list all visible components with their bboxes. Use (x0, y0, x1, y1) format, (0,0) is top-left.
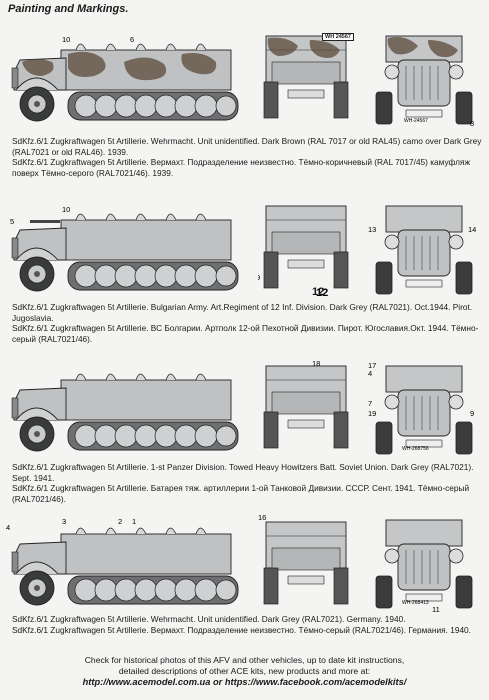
variant-1-front-view: WH-24567 8 (375, 35, 474, 128)
footer-links: http://www.acemodel.com.ua or https://ww… (0, 677, 489, 688)
callout-2: 2 (118, 517, 122, 526)
callout-5: 5 (10, 217, 14, 226)
website-link[interactable]: http://www.acemodel.com.ua (82, 677, 211, 687)
callout-15: 15 (318, 28, 326, 29)
callout-9: 9 (470, 409, 474, 418)
callout-4: 4 (6, 523, 10, 532)
variant-1-caption: SdKfz.6/1 Zugkraftwagen 5t Artillerie. W… (12, 136, 482, 178)
caption-ru: SdKfz.6/1 Zugkraftwagen 5t Artillerie. Б… (12, 483, 470, 504)
variant-4-rear-view: 16 (258, 514, 349, 605)
callout-17: 17 (368, 361, 376, 370)
facebook-link[interactable]: https://www.facebook.com/acemodelkits/ (224, 677, 407, 687)
callout-10: 10 (62, 205, 70, 214)
callout-11: 11 (432, 605, 440, 614)
caption-en: SdKfz.6/1 Zugkraftwagen 5t Artillerie. W… (12, 614, 406, 624)
variant-2-caption: SdKfz.6/1 Zugkraftwagen 5t Artillerie. B… (12, 302, 482, 344)
callout-1: 1 (132, 517, 136, 526)
variant-1-rear-view: 15 (263, 28, 349, 119)
caption-ru: SdKfz.6/1 Zugkraftwagen 5t Artillerie. В… (12, 624, 471, 635)
variant-3-front-view: 17 4 7 19 WH-268756 9 (368, 361, 474, 455)
caption-en: SdKfz.6/1 Zugkraftwagen 5t Artillerie. 1… (12, 462, 474, 483)
variant-1: 10 6 15 WH 24567 WH-24567 8 SdKfz.6/1 Zu… (0, 20, 489, 180)
page-title: Painting and Markings. (8, 3, 129, 15)
callout-4: 4 (368, 369, 372, 378)
variant-3-side-view (11, 373, 239, 452)
camo-pattern (22, 51, 217, 81)
tactical-number: 12 (316, 287, 328, 298)
caption-en: SdKfz.6/1 Zugkraftwagen 5t Artillerie. B… (12, 302, 473, 323)
or-text: or (210, 677, 225, 687)
callout-9: 9 (258, 273, 260, 282)
footer-line-1: Check for historical photos of this AFV … (84, 655, 405, 665)
variant-2-side-view: 5 10 (10, 205, 239, 292)
variant-4-front-view: WH-268413 11 (375, 519, 473, 614)
variant-4-side-view: 4 3 2 1 (6, 517, 239, 606)
callout-13: 13 (368, 225, 376, 234)
variant-3-caption: SdKfz.6/1 Zugkraftwagen 5t Artillerie. 1… (12, 462, 482, 504)
variant-3-rear-view: 18 (263, 359, 349, 449)
front-plate: WH-24567 (404, 118, 428, 124)
front-plate: WH-268756 (402, 446, 429, 452)
callout-10: 10 (62, 35, 70, 44)
callout-7: 7 (368, 399, 372, 408)
callout-6: 6 (130, 35, 134, 44)
callout-19: 19 (368, 409, 376, 418)
variant-4-caption: SdKfz.6/1 Zugkraftwagen 5t Artillerie. W… (12, 614, 482, 635)
footer: Check for historical photos of this AFV … (0, 655, 489, 688)
footer-line-2: detailed descriptions of other ACE kits,… (118, 666, 371, 676)
variant-2-rear-view: 9 12 (258, 205, 349, 298)
caption-ru: SdKfz.6/1 Zugkraftwagen 5t Artillerie. В… (12, 323, 479, 344)
variant-2: 5 10 9 12 13 14 12 SdKfz.6/1 Zugkraftwag… (0, 190, 489, 350)
variant-4: 4 3 2 1 16 WH-268413 11 SdKfz.6/1 Zugkra… (0, 508, 489, 658)
variant-2-front-view: 13 14 (368, 205, 476, 295)
callout-8: 8 (470, 119, 474, 128)
side-tactical-number: 12 (312, 286, 325, 298)
variant-1-side-view: 10 6 (11, 35, 239, 122)
variant-3: 18 17 4 7 19 WH-268756 9 SdKfz.6/1 Zugkr… (0, 350, 489, 510)
plate-label: WH 24567 (322, 33, 354, 41)
callout-18: 18 (312, 359, 320, 368)
front-plate: WH-268413 (402, 600, 429, 606)
callout-3: 3 (62, 517, 66, 526)
callout-14: 14 (468, 225, 476, 234)
caption-ru: SdKfz.6/1 Zugkraftwagen 5t Artillerie. В… (12, 157, 471, 178)
callout-16: 16 (258, 514, 266, 522)
caption-en: SdKfz.6/1 Zugkraftwagen 5t Artillerie. W… (12, 136, 482, 157)
